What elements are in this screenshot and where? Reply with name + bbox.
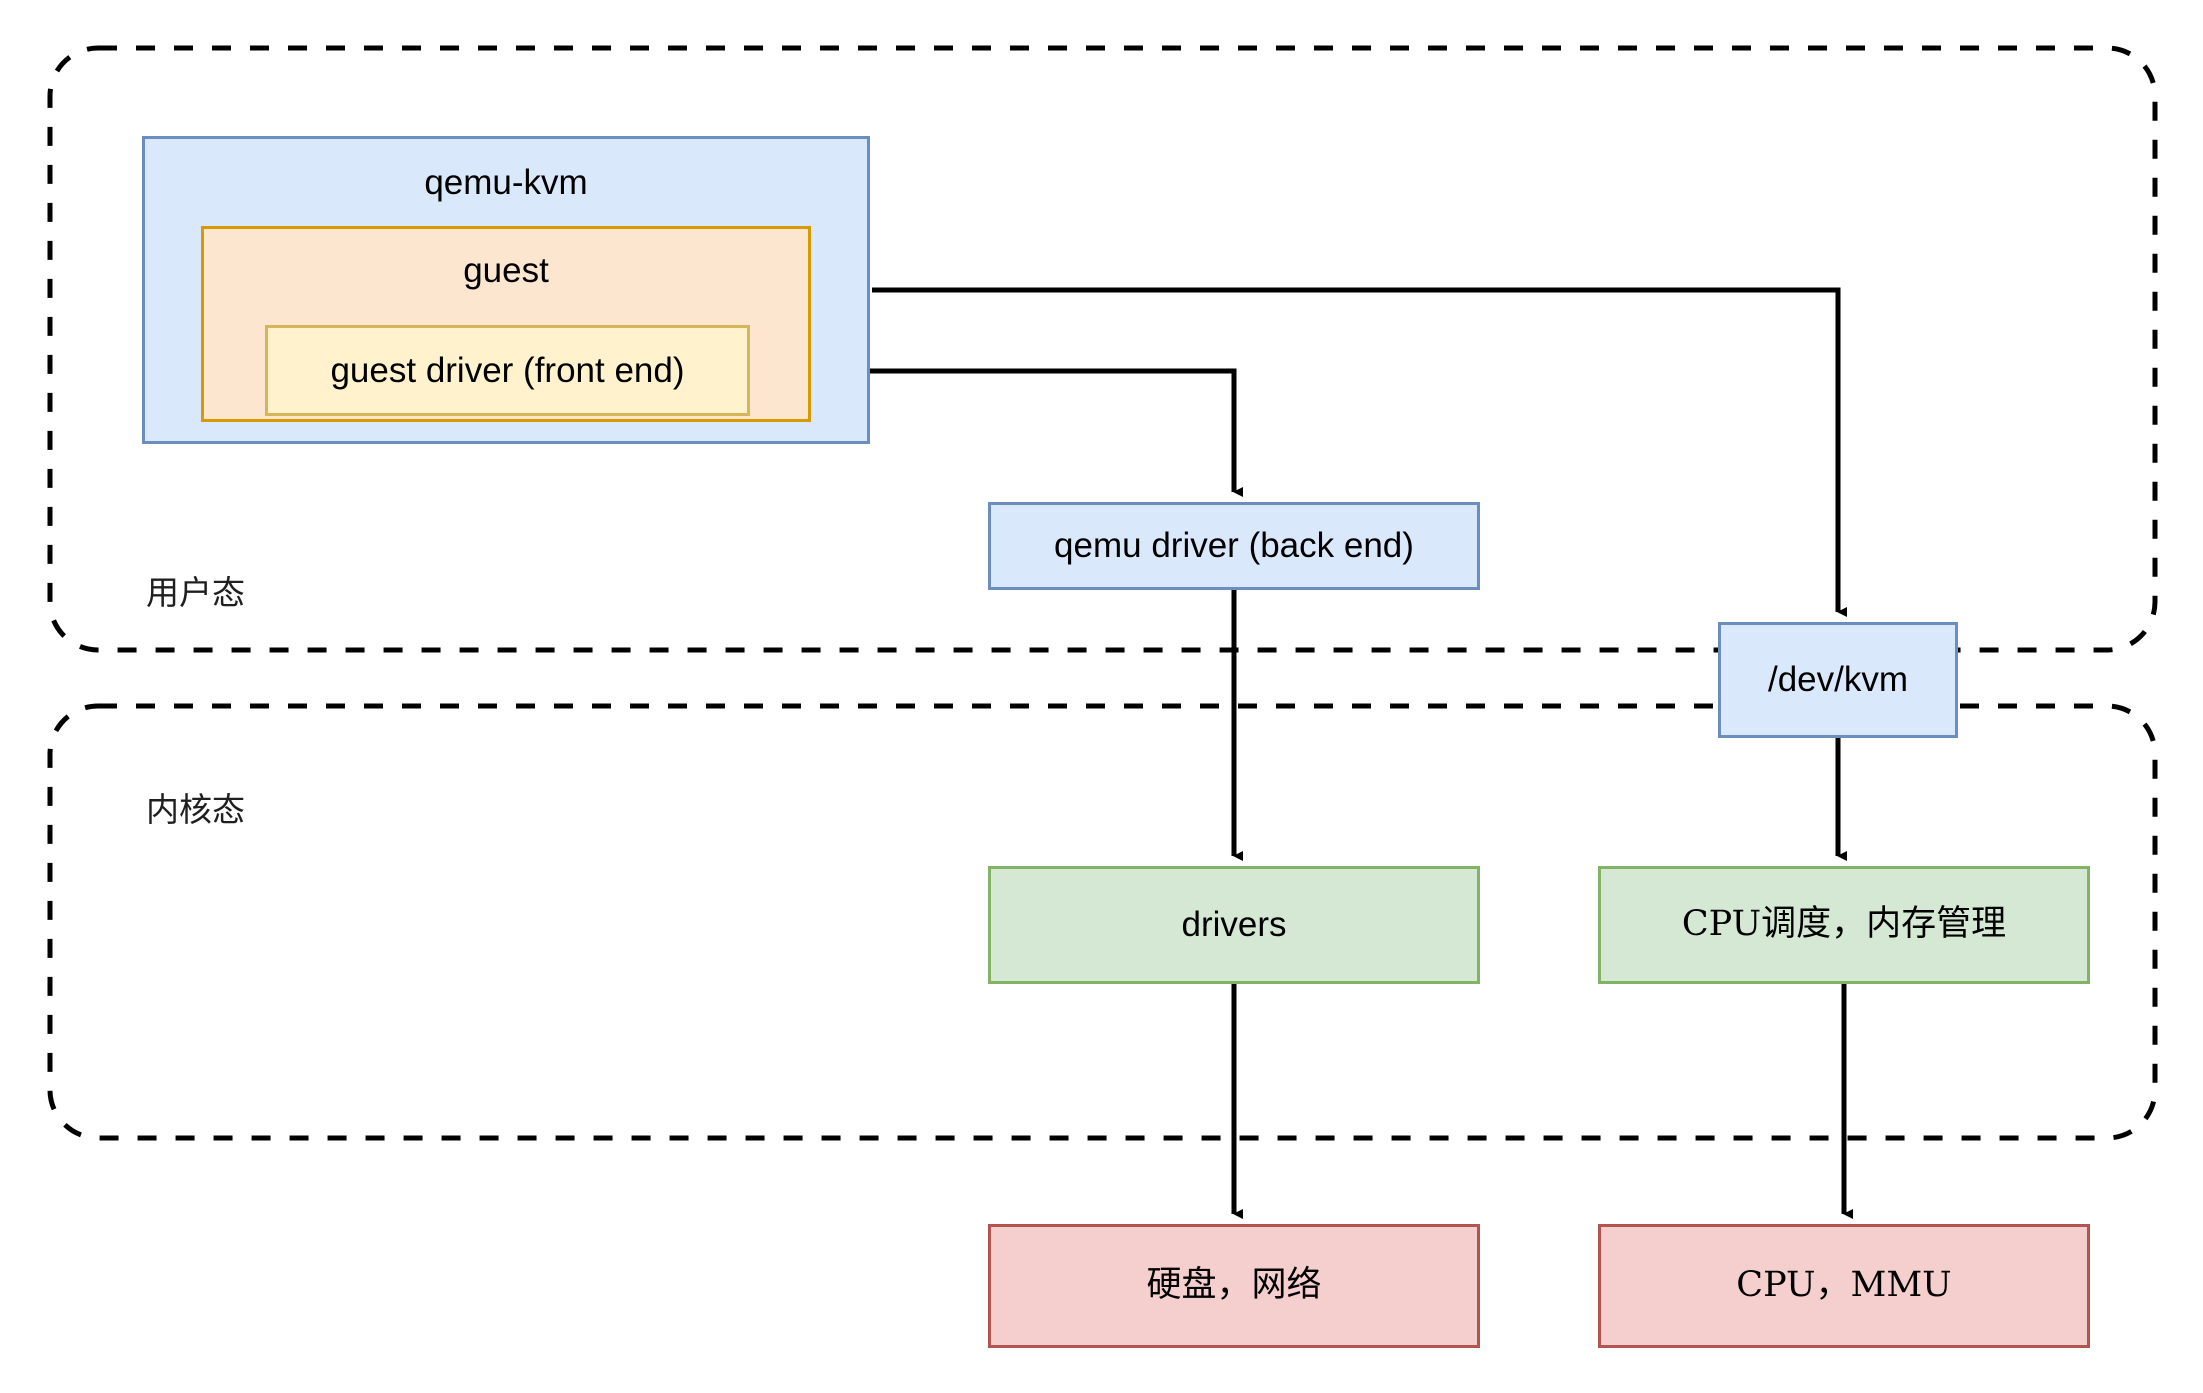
- kernel-mode-label: 内核态: [146, 790, 245, 829]
- node-drivers[interactable]: drivers: [988, 866, 1480, 984]
- node-drivers-label: drivers: [1181, 905, 1287, 945]
- node-guest-driver-front-end[interactable]: guest driver (front end): [265, 325, 750, 416]
- node-cpu-scheduling-memory-management[interactable]: CPU调度，内存管理: [1598, 866, 2090, 984]
- node-guest-driver-label: guest driver (front end): [330, 350, 685, 390]
- node-qemu-kvm-label: qemu-kvm: [424, 163, 588, 202]
- user-mode-label: 用户态: [146, 573, 245, 612]
- node-hardware-cpu-mmu[interactable]: CPU，MMU: [1598, 1224, 2090, 1348]
- node-dev-kvm-label: /dev/kvm: [1767, 660, 1909, 700]
- node-cpu-sched-label: CPU调度，内存管理: [1681, 904, 2007, 945]
- node-qemu-driver-back-end[interactable]: qemu driver (back end): [988, 502, 1480, 590]
- node-hw-cpu-mmu-label: CPU，MMU: [1736, 1265, 1952, 1306]
- node-guest-label: guest: [463, 251, 549, 290]
- node-hardware-disk-network[interactable]: 硬盘，网络: [988, 1224, 1480, 1348]
- node-hw-disk-net-label: 硬盘，网络: [1146, 1265, 1322, 1306]
- node-dev-kvm[interactable]: /dev/kvm: [1718, 622, 1958, 738]
- node-qemu-driver-label: qemu driver (back end): [1054, 526, 1414, 566]
